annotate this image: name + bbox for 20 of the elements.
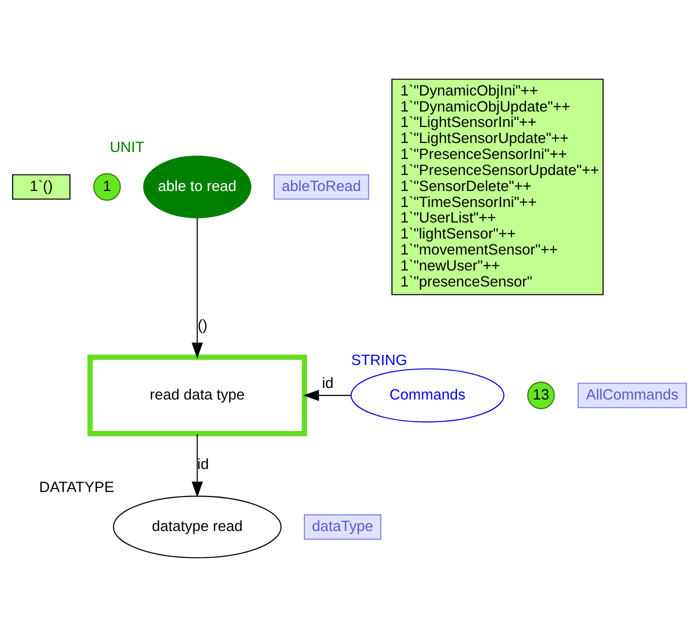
node-circle: 1 — [93, 172, 121, 200]
arrow — [303, 389, 351, 400]
node-box: AllCommands — [578, 382, 687, 408]
arrow — [192, 218, 203, 358]
node-ellipse: Commands — [350, 368, 504, 422]
node-box: dataType — [304, 514, 382, 540]
edge-label: id — [322, 376, 334, 392]
node-circle: 13 — [527, 381, 555, 409]
node-box: 1`"DynamicObjIni"++ 1`"DynamicObjUpdate"++ 1`"LightSensorIni"++ 1`"LightSensorUpdate"++ 1`"PresenceSensorIni"++ 1`"PresenceSensorUpdate"++ 1`"SensorDelete"++ 1`"TimeSensorIni"++ 1`"UserList"++ 1`"lightSensor"++ 1`"movementSensor"++ 1`"newUser"++ 1`"presenceSensor" — [391, 78, 604, 295]
node-box: 1`() — [12, 174, 70, 200]
node-ellipse: datatype read — [112, 495, 282, 558]
edge-label: id — [197, 456, 209, 472]
edge-label: () — [198, 317, 208, 334]
node-box: ableToRead — [274, 174, 370, 200]
node-label: DATATYPE — [39, 480, 114, 496]
arrow — [192, 433, 203, 498]
node-label: UNIT — [110, 140, 144, 156]
node-label: STRING — [351, 352, 408, 368]
node-ellipse: able to read — [143, 155, 252, 218]
node-box: read data type — [87, 354, 308, 436]
